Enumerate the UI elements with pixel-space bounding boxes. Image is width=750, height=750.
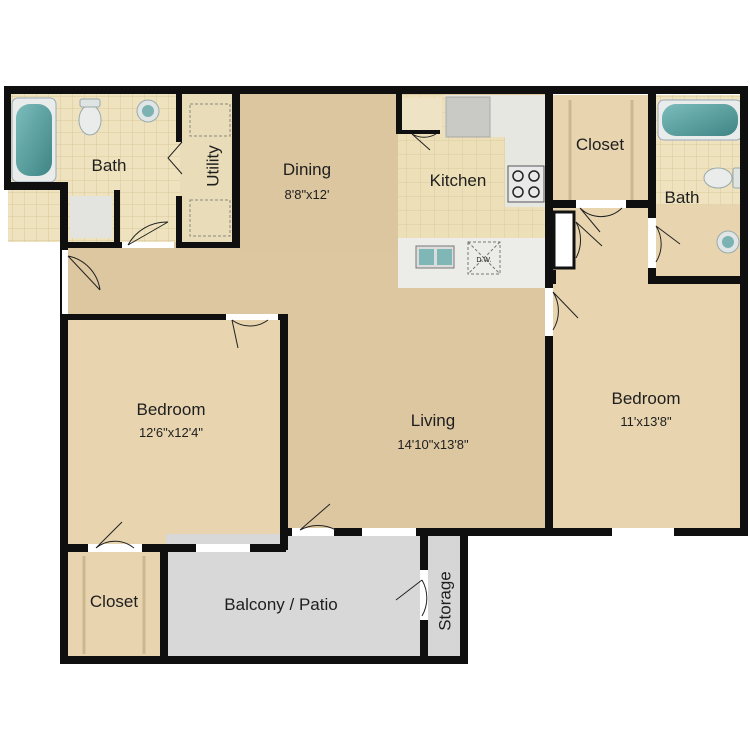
closet-bottom-floor — [66, 550, 162, 656]
door-bath-left — [127, 221, 169, 246]
door-balcony — [299, 503, 337, 531]
door-bath-right-2 — [655, 225, 681, 263]
balcony-label: Balcony / Patio — [224, 595, 337, 614]
toilet-left — [78, 104, 102, 136]
fixtures — [11, 95, 743, 654]
door-bedroom-left — [231, 319, 269, 349]
washer — [189, 103, 231, 137]
floors — [8, 90, 744, 656]
dining-dims: 8'8"x12' — [285, 187, 330, 202]
fridge — [445, 96, 491, 138]
dining-floor — [238, 90, 398, 250]
bedroom-right-label: Bedroom — [612, 389, 681, 408]
living-dims: 14'10"x13'8" — [397, 437, 469, 452]
bedroom-left-dims: 12'6"x12'4" — [139, 425, 203, 440]
bath-right-label: Bath — [665, 188, 700, 207]
kitchen-label: Kitchen — [430, 171, 487, 190]
dining-label: Dining — [283, 160, 331, 179]
dishwasher-label: D.W. — [476, 257, 491, 264]
room-labels: Bath Utility Dining 8'8"x12' Kitchen D.W… — [90, 135, 700, 631]
door-closet-top — [579, 207, 623, 233]
door-bath-right — [575, 221, 603, 259]
closet-bottom-label: Closet — [90, 592, 138, 611]
range — [507, 165, 545, 203]
closet-top-label: Closet — [576, 135, 624, 154]
dryer — [189, 199, 231, 237]
dishwasher — [467, 241, 501, 275]
bath-left-label: Bath — [92, 156, 127, 175]
storage-floor — [428, 534, 462, 656]
door-linen — [67, 255, 101, 291]
door-utility — [167, 141, 183, 175]
linen-nook — [70, 196, 112, 238]
bedroom-left-floor — [66, 318, 282, 546]
doors — [62, 133, 681, 620]
door-kitchen-pantry — [411, 133, 437, 151]
bedroom-right-dims: 11'x13'8" — [620, 414, 672, 429]
utility-label: Utility — [203, 145, 222, 187]
living-label: Living — [411, 411, 455, 430]
door-bedroom-right — [552, 291, 579, 331]
toilet-right — [703, 167, 733, 189]
door-storage — [395, 579, 428, 617]
bedroom-left-label: Bedroom — [137, 400, 206, 419]
balcony-floor — [166, 534, 424, 656]
door-closet-bottom — [95, 521, 135, 549]
storage-label: Storage — [435, 571, 454, 631]
